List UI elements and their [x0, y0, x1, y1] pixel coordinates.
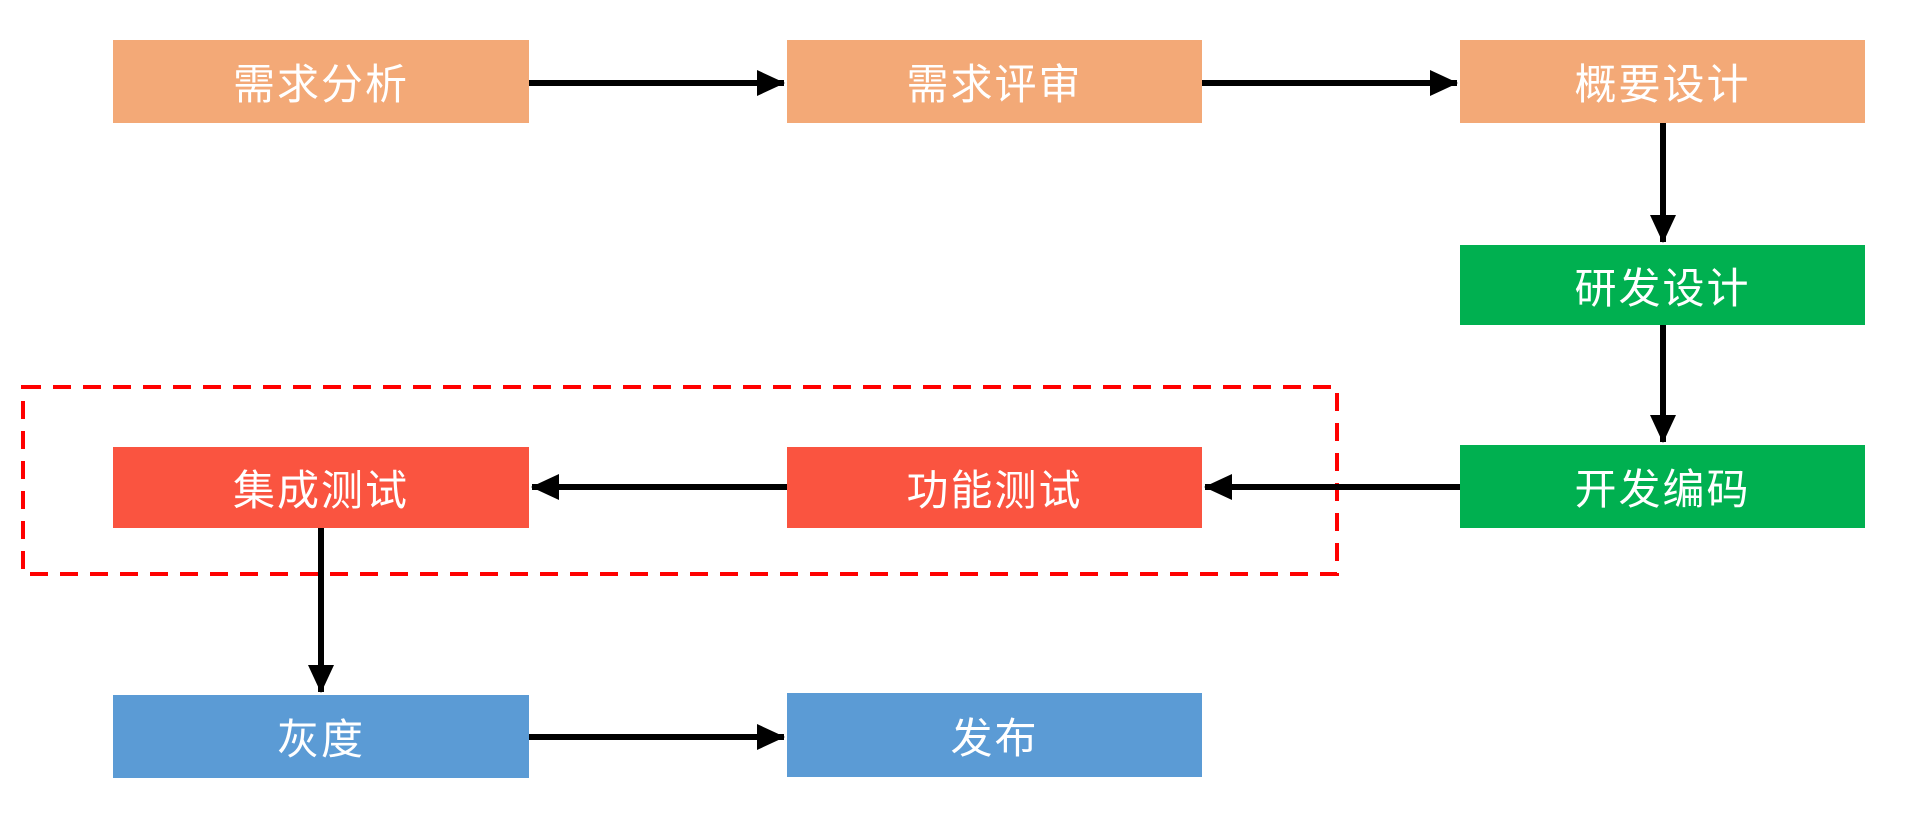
- node-outline-design: 概要设计: [1460, 40, 1865, 123]
- node-rd-design: 研发设计: [1460, 245, 1865, 325]
- node-dev-coding: 开发编码: [1460, 445, 1865, 528]
- node-func-test: 功能测试: [787, 447, 1202, 528]
- node-req-analysis: 需求分析: [113, 40, 529, 123]
- node-gray-release: 灰度: [113, 695, 529, 778]
- node-release: 发布: [787, 693, 1202, 777]
- node-req-review: 需求评审: [787, 40, 1202, 123]
- node-integration-test: 集成测试: [113, 447, 529, 528]
